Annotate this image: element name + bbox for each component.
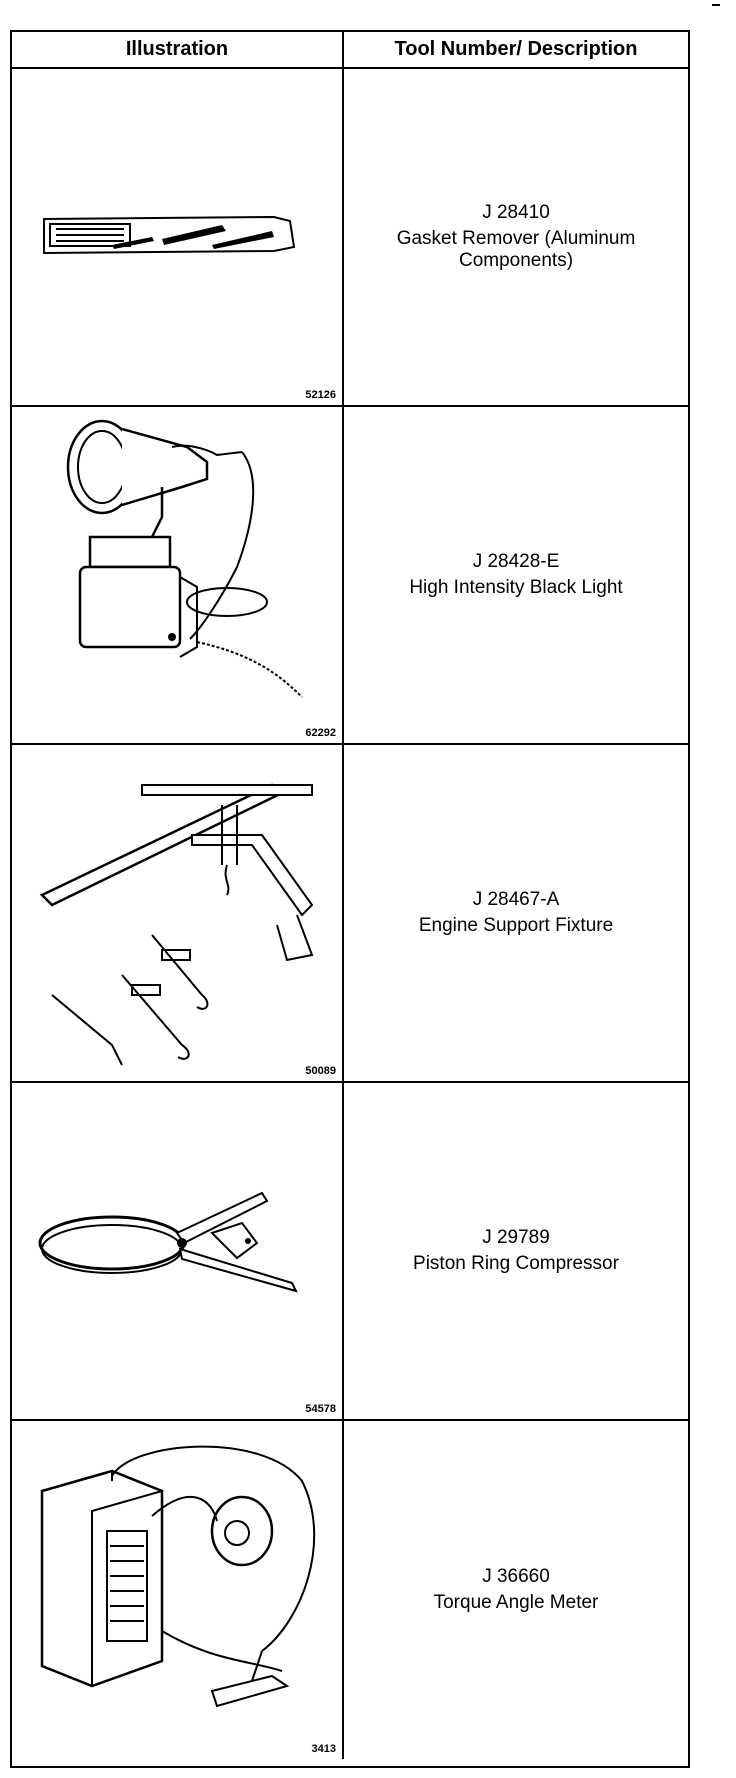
illustration-cell: 50089 — [12, 745, 344, 1081]
figure-number: 52126 — [305, 389, 336, 401]
special-tools-table: Illustration Tool Number/ Description 52… — [10, 30, 690, 1768]
tool-description: Engine Support Fixture — [418, 915, 614, 936]
table-header-row: Illustration Tool Number/ Description — [12, 32, 688, 69]
figure-number: 62292 — [305, 727, 336, 739]
table-row: 54578 J 29789 Piston Ring Compressor — [12, 1083, 688, 1421]
tool-number: J 28428-E — [472, 551, 560, 572]
torque-angle-meter-icon — [40, 1445, 316, 1708]
ring-compressor-icon — [38, 1191, 298, 1293]
figure-number: 3413 — [311, 1743, 336, 1755]
illustration-cell: 62292 — [12, 407, 344, 743]
figure-number: 50089 — [305, 1065, 336, 1077]
illustration-cell: 52126 — [12, 69, 344, 405]
tool-description-cell: J 28428-E High Intensity Black Light — [344, 407, 688, 743]
tool-description-cell: J 36660 Torque Angle Meter — [344, 1421, 688, 1759]
tool-description: Torque Angle Meter — [433, 1592, 599, 1613]
tool-description: High Intensity Black Light — [409, 577, 623, 598]
tool-description-cell: J 28467-A Engine Support Fixture — [344, 745, 688, 1081]
tool-description-cell: J 29789 Piston Ring Compressor — [344, 1083, 688, 1419]
tool-description: Piston Ring Compressor — [413, 1253, 619, 1274]
tool-description: Gasket Remover (Aluminum Components) — [396, 228, 636, 271]
tool-description-cell: J 28410 Gasket Remover (Aluminum Compone… — [344, 69, 688, 405]
table-row: 50089 J 28467-A Engine Support Fixture — [12, 745, 688, 1083]
tool-number: J 28410 — [482, 202, 550, 223]
tool-number: J 36660 — [482, 1566, 550, 1587]
tool-number: J 29789 — [482, 1227, 550, 1248]
table-row: 3413 J 36660 Torque Angle Meter — [12, 1421, 688, 1759]
corner-mark — [712, 4, 720, 6]
tool-number: J 28467-A — [472, 889, 560, 910]
illustration-cell: 54578 — [12, 1083, 344, 1419]
table-row: 62292 J 28428-E High Intensity Black Lig… — [12, 407, 688, 745]
illustration-column-header: Illustration — [12, 32, 344, 67]
engine-support-fixture-icon — [39, 783, 314, 1066]
table-row: 52126 J 28410 Gasket Remover (Aluminum C… — [12, 69, 688, 407]
black-light-icon — [66, 419, 303, 698]
illustration-cell: 3413 — [12, 1421, 344, 1759]
tool-column-header: Tool Number/ Description — [394, 38, 638, 60]
figure-number: 54578 — [305, 1403, 336, 1415]
gasket-scraper-icon — [43, 215, 296, 255]
